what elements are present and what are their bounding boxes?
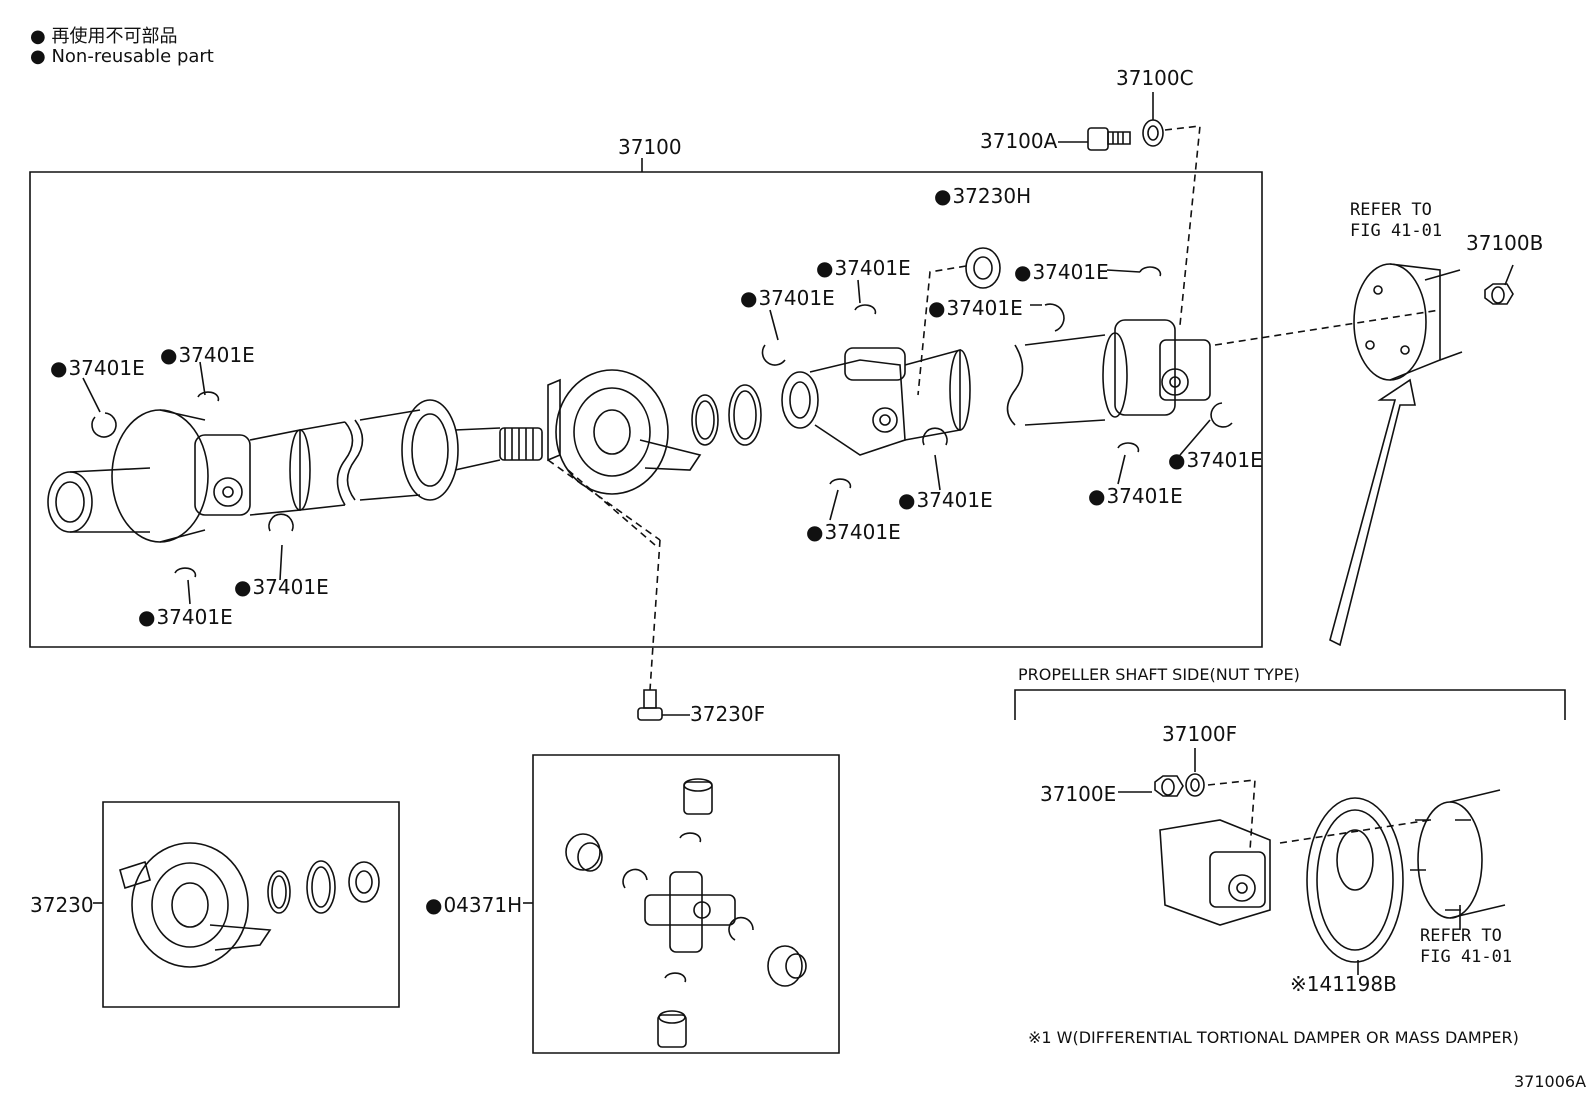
refer-note-bottom: REFER TO FIG 41-01 — [1420, 926, 1513, 968]
label-37401e-3[interactable]: 37401E — [740, 288, 834, 308]
bullet-icon: ● — [30, 26, 46, 47]
center-bearing-illustration — [548, 370, 761, 690]
nut-type-illustration — [1118, 748, 1505, 975]
label-37100b[interactable]: 37100B — [1466, 231, 1544, 255]
label-41198b[interactable]: ※141198B — [1290, 972, 1397, 996]
label-37100a[interactable]: 37100A — [980, 129, 1058, 153]
label-37401e-9[interactable]: 37401E — [898, 490, 992, 510]
refer-note-top: REFER TO FIG 41-01 — [1350, 200, 1443, 242]
box-04371h — [533, 755, 839, 1053]
footnote: ※1 W(DIFFERENTIAL TORTIONAL DAMPER OR MA… — [1028, 1028, 1519, 1047]
label-37401e-8[interactable]: 37401E — [1088, 486, 1182, 506]
bolt-37100a — [1058, 128, 1130, 150]
label-37401e-2[interactable]: 37401E — [816, 258, 910, 278]
label-37401e-10[interactable]: 37401E — [806, 522, 900, 542]
washer-37100c — [1143, 92, 1200, 325]
label-37230[interactable]: 37230 — [30, 893, 94, 917]
snap-rings-37401e — [92, 267, 1232, 577]
label-37100[interactable]: 37100 — [618, 135, 682, 159]
label-37230f[interactable]: 37230F — [690, 702, 766, 726]
nut-type-section-title: PROPELLER SHAFT SIDE(NUT TYPE) — [1018, 665, 1300, 684]
label-37401e-5[interactable]: 37401E — [160, 345, 254, 365]
label-37401e-12[interactable]: 37401E — [138, 607, 232, 627]
label-37100f[interactable]: 37100F — [1162, 722, 1238, 746]
legend-jp: ● 再使用不可部品 — [30, 22, 177, 48]
box-37230 — [103, 802, 399, 1007]
nut-37100b — [1485, 265, 1513, 304]
front-shaft-illustration — [48, 400, 542, 542]
label-37401e-4[interactable]: 37401E — [928, 298, 1022, 318]
nut-type-bracket — [1015, 690, 1565, 720]
legend-jp-text: 再使用不可部品 — [51, 26, 178, 47]
label-37401e-11[interactable]: 37401E — [234, 577, 328, 597]
rear-shaft-illustration — [782, 310, 1440, 455]
legend-en: ● Non-reusable part — [30, 46, 214, 67]
legend-en-text: Non-reusable part — [51, 46, 214, 67]
label-37401e-7[interactable]: 37401E — [1168, 450, 1262, 470]
flange-reference — [1330, 264, 1462, 645]
label-04371h[interactable]: 04371H — [425, 895, 522, 915]
bullet-icon: ● — [30, 46, 46, 67]
label-37100c[interactable]: 37100C — [1116, 66, 1194, 90]
label-37230h[interactable]: 37230H — [934, 186, 1031, 206]
label-37401e-6[interactable]: 37401E — [50, 358, 144, 378]
assembly-box-37100 — [30, 172, 1262, 647]
figure-id: 371006A — [1514, 1072, 1587, 1091]
label-37100e[interactable]: 37100E — [1040, 782, 1117, 806]
label-37401e-1[interactable]: 37401E — [1014, 262, 1108, 282]
bolt-37230f — [638, 690, 690, 720]
